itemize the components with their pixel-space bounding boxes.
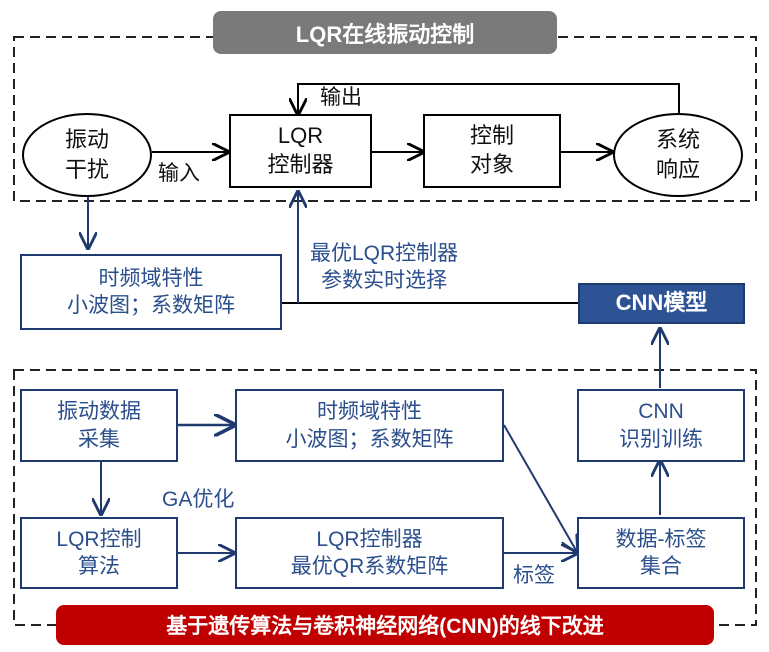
selection-line-1: 最优LQR控制器 xyxy=(310,242,459,265)
tag-label: 标签 xyxy=(513,564,555,587)
features-node-offline: 时频域特性 小波图；系数矩阵 xyxy=(235,389,504,462)
system-response-line-1: 系统 xyxy=(655,127,700,153)
offline-section-title: 基于遗传算法与卷积神经网络(CNN)的线下改进 xyxy=(56,605,714,645)
lqr-controller-line-1: LQR xyxy=(277,123,324,149)
features-offline-line-1: 时频域特性 xyxy=(317,400,422,424)
disturbance-line-1: 振动 xyxy=(64,127,109,153)
disturbance-node: 振动 干扰 xyxy=(22,113,152,197)
features-offline-line-2: 小波图；系数矩阵 xyxy=(285,427,454,451)
lqr-algorithm-node: LQR控制 算法 xyxy=(20,517,178,589)
data-collection-node: 振动数据 采集 xyxy=(20,389,178,462)
lqr-algorithm-line-1: LQR控制 xyxy=(56,527,142,551)
selection-label: 最优LQR控制器 参数实时选择 xyxy=(310,240,458,295)
arrow-features-to-dataset xyxy=(503,424,577,552)
cnn-training-node: CNN 识别训练 xyxy=(577,389,745,462)
output-label: 输出 xyxy=(320,86,362,109)
system-response-node: 系统 响应 xyxy=(613,113,743,197)
control-object-node: 控制 对象 xyxy=(423,114,561,188)
optimal-qr-line-1: LQR控制器 xyxy=(316,527,423,551)
input-label: 输入 xyxy=(158,162,200,185)
selection-line-2: 参数实时选择 xyxy=(321,269,448,293)
ga-label: GA优化 xyxy=(162,488,235,511)
disturbance-line-2: 干扰 xyxy=(64,157,109,182)
features-online-line-2: 小波图；系数矩阵 xyxy=(67,294,235,317)
features-node-online: 时频域特性 小波图；系数矩阵 xyxy=(20,254,282,330)
data-label-set-line-2: 集合 xyxy=(640,555,682,578)
cnn-training-line-1: CNN xyxy=(638,400,684,424)
cnn-model-node: CNN模型 xyxy=(578,283,745,324)
control-object-line-1: 控制 xyxy=(469,123,514,149)
system-response-line-2: 响应 xyxy=(655,157,700,182)
online-section-title: LQR在线振动控制 xyxy=(213,11,557,54)
data-label-set-node: 数据-标签 集合 xyxy=(577,517,745,589)
lqr-controller-node: LQR 控制器 xyxy=(229,114,372,188)
optimal-qr-node: LQR控制器 最优QR系数矩阵 xyxy=(235,517,504,589)
optimal-qr-line-2: 最优QR系数矩阵 xyxy=(290,555,449,578)
data-collection-line-2: 采集 xyxy=(78,427,120,451)
data-label-set-line-1: 数据-标签 xyxy=(615,527,707,551)
lqr-algorithm-line-2: 算法 xyxy=(78,555,120,578)
feedback-line xyxy=(298,83,680,116)
lqr-controller-line-2: 控制器 xyxy=(267,152,334,177)
control-object-line-2: 对象 xyxy=(469,152,514,177)
cnn-training-line-2: 识别训练 xyxy=(619,427,703,451)
features-online-line-1: 时频域特性 xyxy=(98,266,204,290)
data-collection-line-1: 振动数据 xyxy=(57,400,141,424)
